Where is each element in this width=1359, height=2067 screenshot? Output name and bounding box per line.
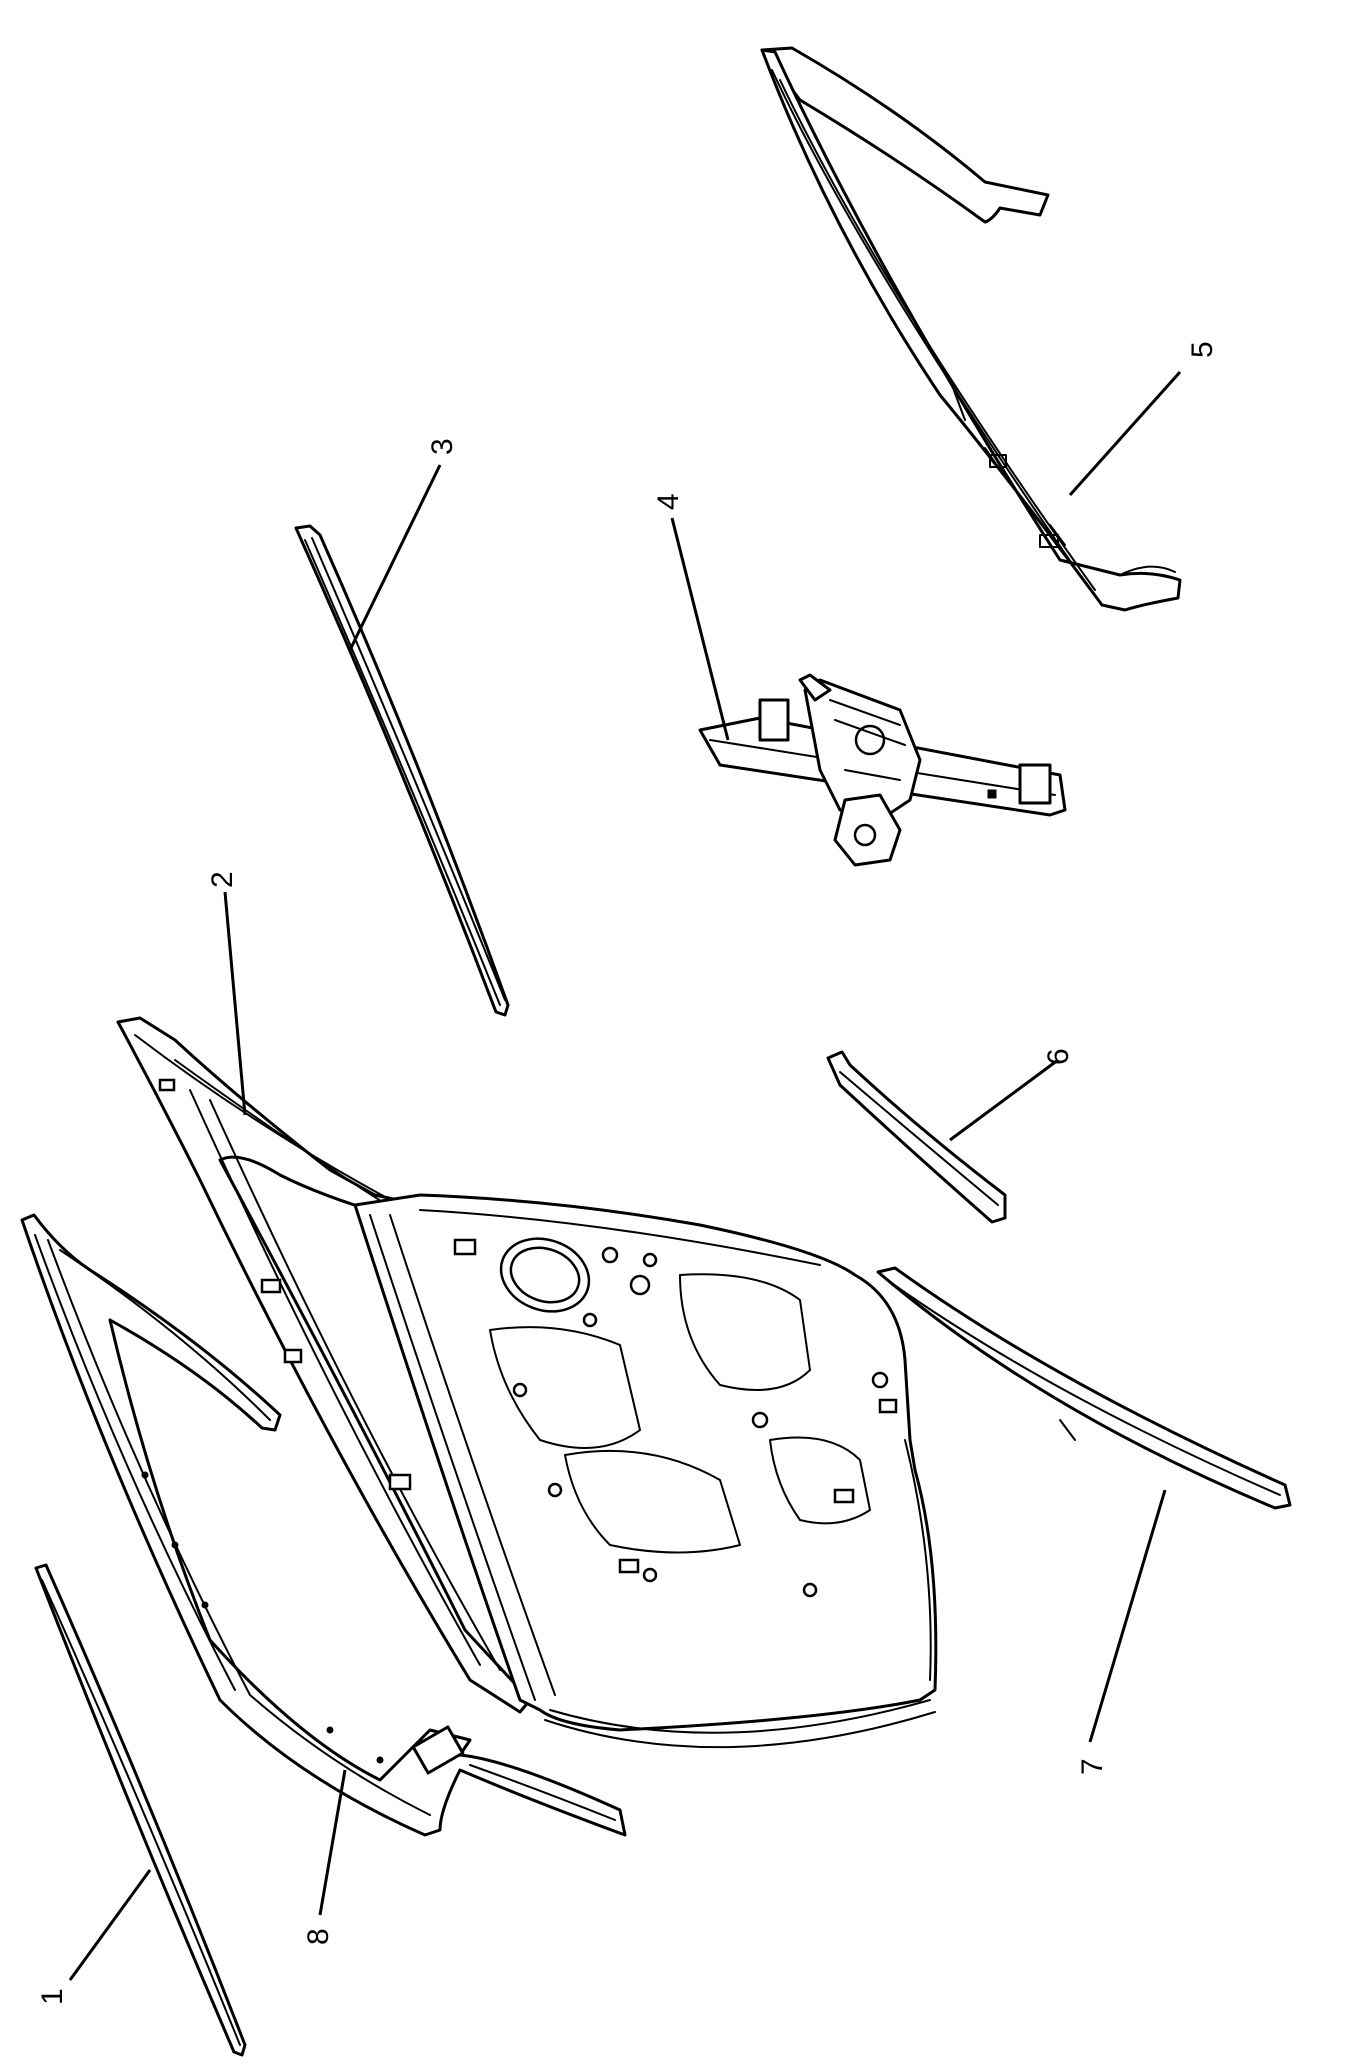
leader-3 — [348, 464, 442, 651]
leader-6 — [949, 1058, 1059, 1142]
part-6-trim-piece — [826, 1050, 1007, 1224]
part-3-glass-run-channel — [294, 524, 510, 1017]
callout-2: 2 — [206, 871, 239, 888]
callout-7: 7 — [1076, 1758, 1109, 1775]
leader-1 — [68, 1869, 152, 1981]
callout-5: 5 — [1186, 341, 1219, 358]
part-1-outer-weatherstrip — [34, 1563, 247, 2057]
leader-7 — [1088, 1489, 1167, 1743]
callout-3: 3 — [426, 438, 459, 455]
part-8-door-frame-seal — [20, 1213, 627, 1837]
leader-5 — [1068, 371, 1182, 496]
part-4-window-regulator — [698, 673, 1067, 867]
leader-lines — [68, 371, 1182, 1981]
part-7-belt-molding — [876, 1266, 1292, 1510]
leader-2 — [223, 891, 247, 1116]
callout-8: 8 — [302, 1928, 335, 1945]
leader-8 — [318, 1769, 347, 1916]
callout-4: 4 — [652, 493, 685, 510]
callout-labels: 1 2 3 4 5 6 7 8 — [36, 341, 1219, 2005]
part-5-window-frame-trim — [760, 46, 1182, 612]
leader-4 — [670, 517, 730, 741]
callout-6: 6 — [1042, 1048, 1075, 1065]
part-2-door-frame — [116, 1016, 938, 1749]
callout-1: 1 — [36, 1988, 69, 2005]
